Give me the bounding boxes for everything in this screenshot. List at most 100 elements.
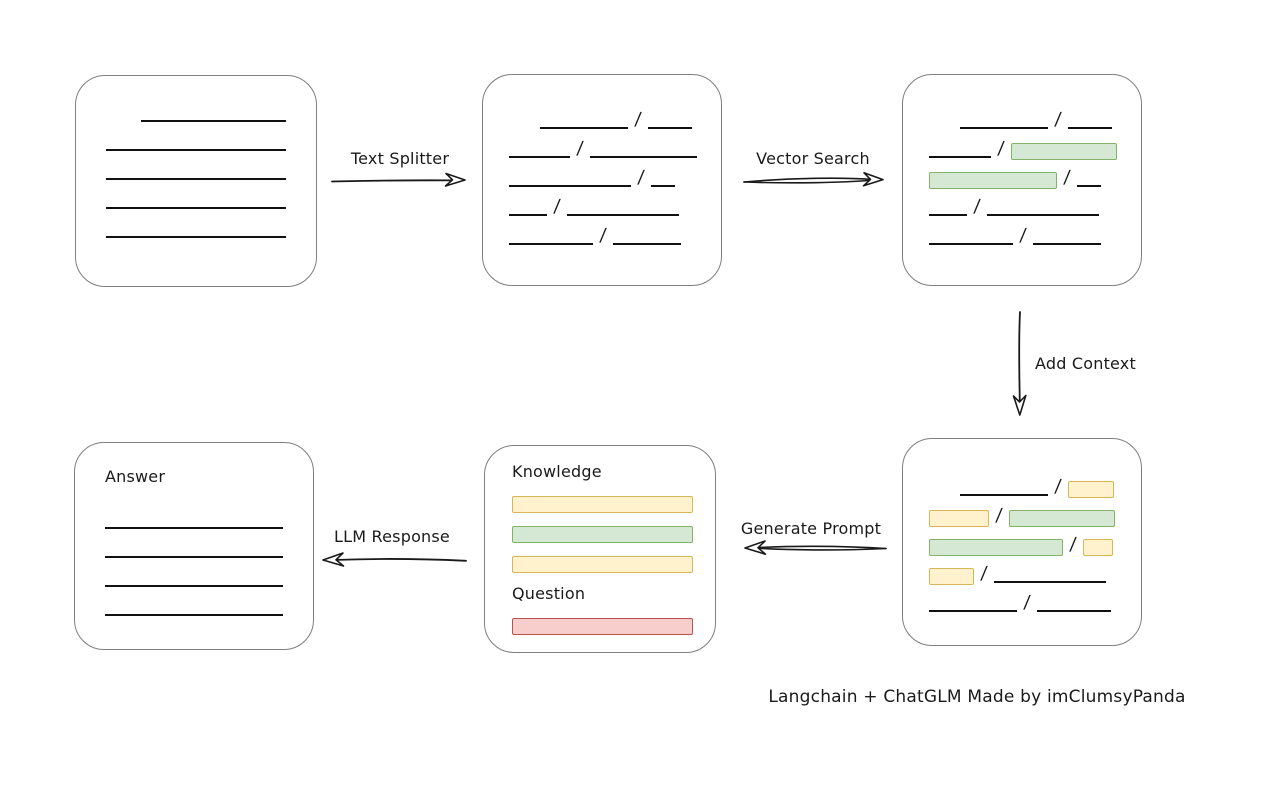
yellow-highlight-chip [512,495,693,513]
yellow-highlight-chip [512,555,693,573]
text-row [106,122,286,151]
text-row: / [929,554,1117,585]
slash-separator: / [575,138,584,159]
knowledge-label: Knowledge [512,462,602,481]
add-context-arrow [1012,311,1027,416]
text-line [929,214,967,216]
answer-label: Answer [105,467,166,486]
generate-prompt-label: Generate Prompt [740,519,882,538]
text-line [106,207,286,209]
yellow-highlight-chip [929,568,974,585]
text-line [648,127,693,129]
text-line [106,178,286,180]
llm-response-label: LLM Response [334,527,450,546]
text-line [589,156,697,158]
split-text-box: ///// [482,74,722,286]
text-row [106,151,286,180]
indent-spacer [509,128,535,129]
indent-spacer [929,128,955,129]
text-line [105,585,283,587]
slash-separator: / [1053,476,1063,497]
question-label: Question [512,584,586,603]
green-highlight-chip [929,172,1057,189]
text-line [1033,243,1102,245]
text-row [512,610,693,640]
vector-search-label: Vector Search [756,149,870,168]
text-line [987,214,1100,216]
answer-lines [105,500,283,616]
question-chip [512,610,693,640]
text-row [105,558,283,587]
text-row [106,209,286,238]
text-line [105,527,283,529]
slash-separator: / [972,196,982,217]
diagram-caption: Langchain + ChatGLM Made by imClumsyPand… [768,687,1186,707]
indent-spacer [929,495,955,496]
slash-separator: / [1062,167,1072,188]
green-highlight-chip [1011,143,1117,160]
slash-separator: / [1022,592,1032,613]
knowledge-chips [512,488,693,578]
vector-search-arrow [743,172,884,187]
text-splitter-arrow [331,172,466,187]
indent-spacer [106,121,136,122]
text-line [105,614,283,616]
text-line [929,156,991,158]
text-row [106,180,286,209]
yellow-highlight-chip [929,510,989,527]
green-highlight-chip [512,525,693,543]
vector-matched-lines: / / / / / [903,75,1141,246]
text-line [509,185,631,187]
text-row: / [509,129,697,159]
text-line [509,243,593,245]
text-line [929,610,1017,612]
text-row [512,518,693,548]
text-row: / [929,496,1117,527]
text-line [509,156,570,158]
text-line [1068,127,1113,129]
text-line [540,127,628,129]
text-row: / [509,216,697,246]
text-row: / [929,525,1117,556]
slash-separator: / [1018,225,1028,246]
llm-response-arrow [322,552,467,567]
text-line [140,120,286,122]
slash-separator: / [1053,109,1063,130]
slash-separator: / [994,505,1004,526]
document-lines [76,76,316,238]
split-text-lines: ///// [483,75,721,246]
text-splitter-label: Text Splitter [350,149,450,168]
text-row: / [509,100,697,130]
text-row: / [929,100,1117,130]
text-row: / [929,583,1117,613]
text-row: / [929,187,1117,217]
text-line [651,185,676,187]
context-added-lines: ///// [903,439,1141,613]
slash-separator: / [598,225,608,246]
text-line [106,149,286,151]
text-row [105,529,283,558]
text-row [106,93,286,122]
vector-matched-box: / / / / / [902,74,1142,286]
text-row: / [509,187,697,217]
text-row: / [929,467,1117,498]
slash-separator: / [979,563,989,584]
text-line [509,214,547,216]
text-line [105,556,283,558]
text-line [929,243,1013,245]
text-line [567,214,680,216]
text-line [994,581,1107,583]
source-document-box [75,75,317,287]
text-line [960,494,1048,496]
slash-separator: / [636,167,646,188]
text-line [1077,185,1102,187]
answer-box: Answer [74,442,314,650]
text-row: / [929,216,1117,246]
green-highlight-chip [929,539,1063,556]
slash-separator: / [996,138,1006,159]
text-row [105,587,283,616]
text-line [1037,610,1112,612]
text-row [105,500,283,529]
yellow-highlight-chip [1083,539,1114,556]
